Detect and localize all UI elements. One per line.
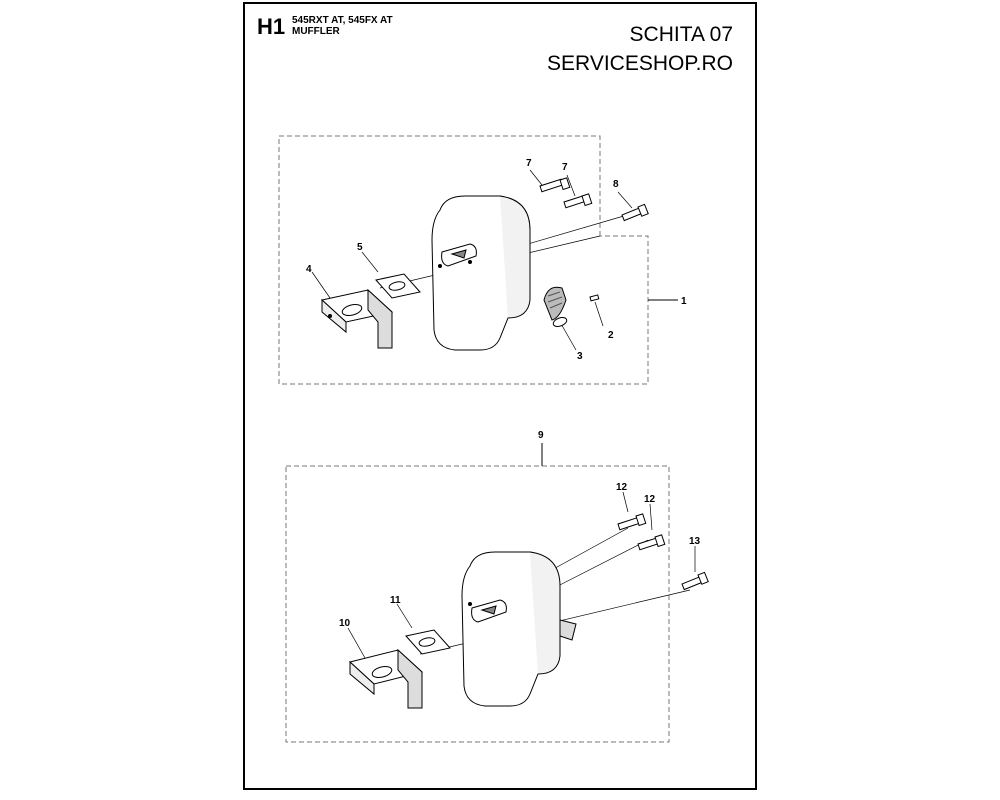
spark-screen-part-3 bbox=[543, 286, 568, 327]
screw-part-2 bbox=[589, 294, 600, 302]
model-list: 545RXT AT, 545FX AT bbox=[292, 15, 393, 26]
leader-line bbox=[566, 174, 576, 197]
callout-12: 12 bbox=[644, 494, 656, 505]
screw-part-7 bbox=[563, 193, 593, 209]
callout-12: 12 bbox=[616, 482, 628, 493]
leader-line bbox=[617, 191, 633, 209]
screw-part-12 bbox=[617, 513, 647, 531]
lower-group-dashed-border bbox=[285, 465, 670, 743]
sheet-label: SCHITA 07 bbox=[629, 23, 733, 46]
gasket-part-10 bbox=[348, 648, 424, 709]
leader-line bbox=[547, 527, 629, 573]
muffler-body bbox=[461, 551, 577, 707]
callout-4: 4 bbox=[306, 264, 312, 275]
screw-part-13 bbox=[681, 571, 709, 591]
lower-assembly-group bbox=[285, 443, 709, 743]
leader-line bbox=[549, 539, 649, 591]
callout-10: 10 bbox=[339, 618, 351, 629]
leader-line bbox=[622, 491, 629, 513]
callout-13: 13 bbox=[689, 536, 701, 547]
upper-group-dashed-border bbox=[278, 135, 649, 385]
callout-7: 7 bbox=[562, 162, 568, 173]
leader-line bbox=[347, 627, 366, 659]
callout-11: 11 bbox=[390, 595, 401, 606]
callout-5: 5 bbox=[357, 242, 363, 253]
screw-part-7 bbox=[539, 177, 571, 193]
muffler-body bbox=[431, 195, 531, 351]
callout-3: 3 bbox=[577, 351, 583, 362]
leader-line bbox=[311, 271, 331, 299]
shop-name: SERVICESHOP.RO bbox=[547, 52, 733, 75]
gasket-part-11 bbox=[405, 629, 451, 655]
leader-line bbox=[396, 603, 413, 629]
callout-8: 8 bbox=[613, 179, 619, 190]
gasket-part-4 bbox=[320, 288, 394, 349]
title-block: 545RXT AT, 545FX AT MUFFLER bbox=[292, 15, 393, 37]
leader-line bbox=[649, 503, 653, 531]
callout-9: 9 bbox=[538, 430, 544, 441]
callout-1: 1 bbox=[681, 296, 687, 307]
leader-line bbox=[594, 301, 604, 327]
part-group-title: MUFFLER bbox=[292, 26, 340, 37]
section-code: H1 bbox=[257, 14, 286, 39]
leader-line bbox=[559, 321, 577, 351]
callout-7: 7 bbox=[526, 158, 532, 169]
screw-part-8 bbox=[621, 203, 649, 222]
callout-2: 2 bbox=[608, 330, 614, 341]
screw-part-12 bbox=[637, 534, 666, 551]
leader-line bbox=[361, 251, 379, 273]
gasket-part-5 bbox=[375, 273, 421, 299]
upper-assembly-group bbox=[278, 135, 678, 385]
